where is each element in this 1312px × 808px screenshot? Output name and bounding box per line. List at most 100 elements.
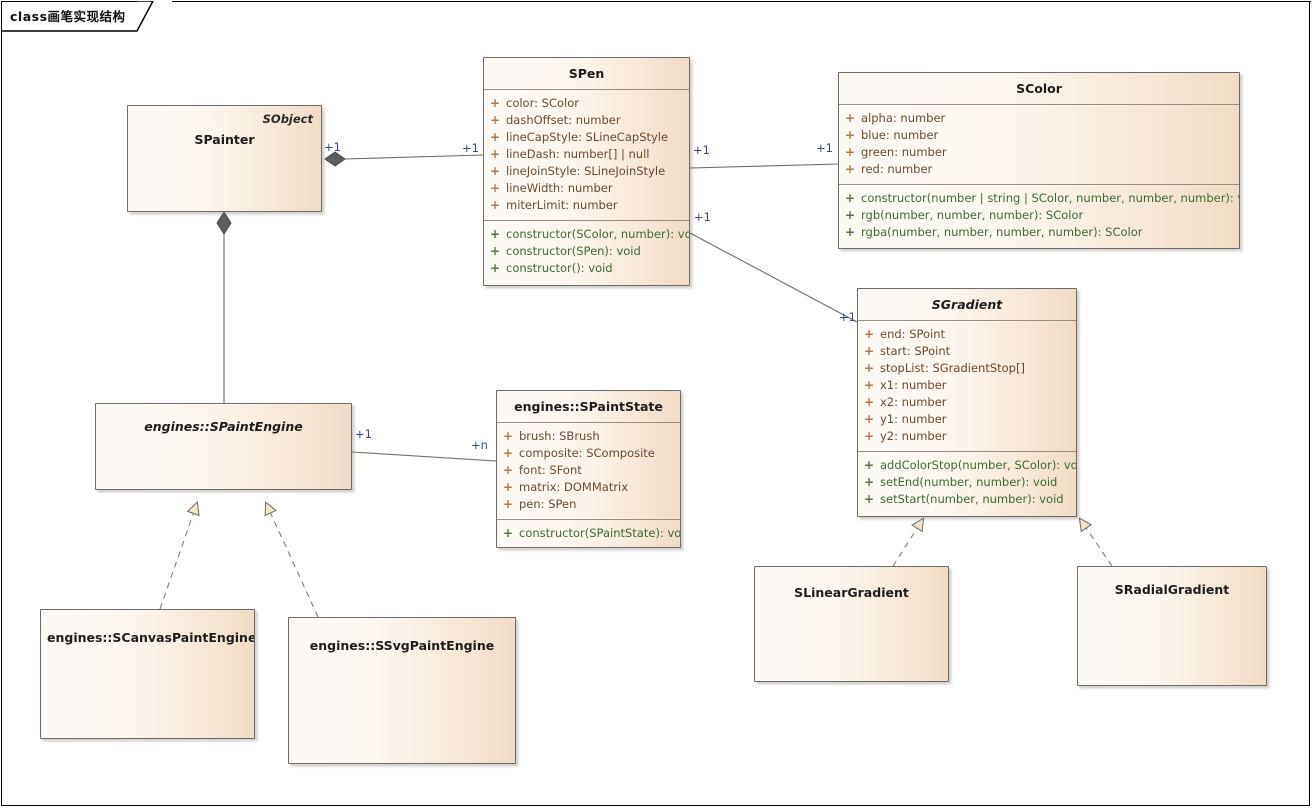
visibility-marker: + [844,208,856,222]
class-box-spaintengine[interactable]: engines::SPaintEngine [95,403,352,490]
visibility-marker: + [844,145,856,159]
diagram-title-tab: class画笔实现结构 [1,1,173,32]
visibility-marker: + [502,497,514,511]
attribute-row: +blue: number [839,127,1239,144]
method-row: +rgb(number, number, number): SColor [839,207,1239,224]
class-name-spaintengine: engines::SPaintEngine [144,419,303,434]
class-box-spaintstate[interactable]: engines::SPaintState +brush: SBrush +com… [496,390,681,548]
multiplicity-engine-state-target: +n [471,438,488,452]
attribute-row: +red: number [839,161,1239,178]
attribute-text: x1: number [880,378,947,392]
attribute-row: +x1: number [858,377,1076,394]
method-row: +addColorStop(number, SColor): void [858,457,1076,474]
visibility-marker: + [844,111,856,125]
attribute-row: +brush: SBrush [497,428,680,445]
method-text: setEnd(number, number): void [880,475,1058,489]
visibility-marker: + [489,96,501,110]
page-title: class画笔实现结构 [10,9,126,24]
class-name-spen: SPen [568,66,605,81]
divider [839,104,1239,105]
class-name-sradialgradient: SRadialGradient [1114,582,1230,597]
attribute-text: miterLimit: number [506,198,618,212]
attribute-text: stopList: SGradientStop[] [880,361,1025,375]
attribute-row: + lineWidth: number [484,180,689,197]
attribute-text: y2: number [880,429,947,443]
multiplicity-engine-state-source: +1 [355,427,372,441]
visibility-marker: + [863,412,875,426]
class-name-slineargradient: SLinearGradient [794,585,909,600]
attribute-row: + y2: number [858,428,1076,445]
method-row: +setEnd(number, number): void [858,474,1076,491]
method-text: constructor(): void [506,261,613,275]
class-box-sradialgradient[interactable]: SRadialGradient [1077,566,1267,686]
attribute-text: start: SPoint [880,344,951,358]
attribute-row: +x2: number [858,394,1076,411]
attribute-row: +lineCapStyle: SLineCapStyle [484,129,689,146]
method-text: constructor(number | string | SColor, nu… [861,191,1240,205]
multiplicity-pen-gradient-target: +1 [839,310,856,324]
link-spainter-spen [324,151,484,167]
method-row: +setStart(number, number): void [858,491,1076,508]
visibility-marker: + [489,147,501,161]
visibility-marker: + [502,463,514,477]
visibility-marker: + [489,181,501,195]
attributes-spen: +color: SColor +dashOffset: number +line… [484,90,689,220]
method-text: constructor(SColor, number): void [506,227,690,241]
attribute-row: + y1: number [858,411,1076,428]
method-row: +constructor(SPaintState): void [497,525,680,542]
visibility-marker: + [844,128,856,142]
attribute-text: y1: number [880,412,947,426]
class-box-sgradient[interactable]: SGradient +end: SPoint +start: SPoint +s… [857,288,1077,517]
class-box-scolor[interactable]: SColor +alpha: number +blue: number +gre… [838,72,1240,249]
visibility-marker: + [863,344,875,358]
visibility-marker: + [489,227,501,241]
multiplicity-pen-color-source: +1 [693,143,710,157]
visibility-marker: + [844,225,856,239]
class-box-slineargradient[interactable]: SLinearGradient [754,566,949,682]
divider [858,451,1076,452]
attribute-text: green: number [861,145,947,159]
multiplicity-painter-pen-source: +1 [324,140,341,154]
visibility-marker: + [489,244,501,258]
visibility-marker: + [863,429,875,443]
visibility-marker: + [489,164,501,178]
divider [497,422,680,423]
visibility-marker: + [489,198,501,212]
visibility-marker: + [863,458,875,472]
method-row: + constructor(SColor, number): void [484,226,689,243]
link-slineargradient-sgradient [892,519,923,567]
multiplicity-pen-color-target: +1 [816,141,833,155]
attribute-text: alpha: number [861,111,946,125]
attribute-text: lineJoinStyle: SLineJoinStyle [506,164,666,178]
stereotype-sobject: SObject [262,112,313,126]
attribute-row: + font: SFont [497,462,680,479]
attribute-text: end: SPoint [880,327,946,341]
class-box-scanvaspaintengine[interactable]: engines::SCanvasPaintEngine [40,609,255,739]
attribute-row: + green: number [839,144,1239,161]
attribute-text: brush: SBrush [519,429,600,443]
attribute-text: lineWidth: number [506,181,613,195]
attribute-text: lineCapStyle: SLineCapStyle [506,130,669,144]
method-text: constructor(SPen): void [506,244,641,258]
link-scanvaspaintengine-spaintengine [159,503,197,610]
attribute-text: red: number [861,162,933,176]
attribute-row: + lineJoinStyle: SLineJoinStyle [484,163,689,180]
diagram-frame-top-right [172,1,1311,2]
class-box-spen[interactable]: SPen +color: SColor +dashOffset: number … [483,57,690,286]
methods-scolor: + constructor(number | string | SColor, n… [839,185,1239,247]
visibility-marker: + [863,327,875,341]
attribute-row: + alpha: number [839,110,1239,127]
visibility-marker: + [489,113,501,127]
class-box-spainter[interactable]: SObject SPainter [127,105,322,212]
link-ssvgpaintengine-spaintengine [266,503,319,618]
visibility-marker: + [844,191,856,205]
attribute-text: font: SFont [519,463,582,477]
method-row: +constructor(): void [484,260,689,277]
class-box-ssvgpaintengine[interactable]: engines::SSvgPaintEngine [288,617,516,764]
attributes-scolor: + alpha: number +blue: number + green: num… [839,105,1239,184]
divider [839,184,1239,185]
link-sradialgradient-sgradient [1080,519,1113,567]
method-text: setStart(number, number): void [880,492,1064,506]
attribute-row: +dashOffset: number [484,112,689,129]
